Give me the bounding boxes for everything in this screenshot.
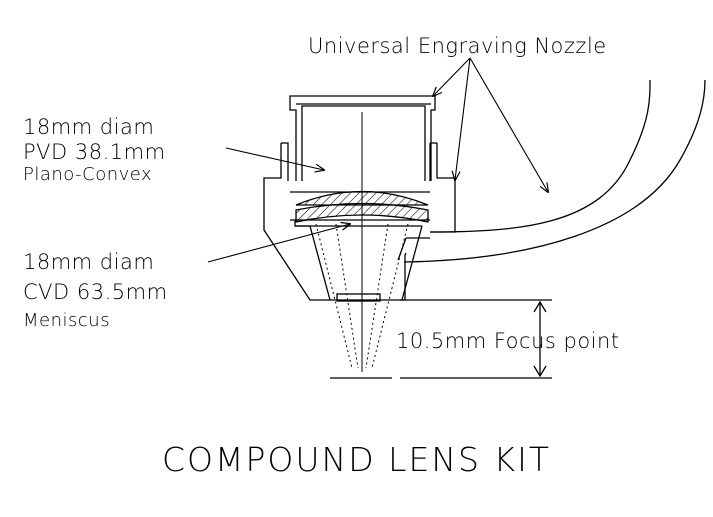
- lens1-spec-label: PVD 38.1mm: [23, 140, 166, 164]
- lens1-type-label: Plano-Convex: [23, 164, 153, 185]
- focus-dimension: [533, 300, 547, 378]
- nozzle-top-cap: [289, 95, 436, 181]
- nozzle-tip: [336, 293, 381, 302]
- focus-baseline: [330, 299, 552, 379]
- air-tube: [403, 79, 706, 263]
- lens2-diameter-label: 18mm diam: [23, 250, 155, 274]
- nozzle-leaders: [433, 57, 548, 192]
- lens2-type-label: Meniscus: [23, 310, 111, 331]
- lens1-leader: [225, 147, 324, 170]
- lens2-spec-label: CVD 63.5mm: [23, 280, 168, 304]
- focus-point-label: 10.5mm Focus point: [396, 329, 620, 353]
- page-title: COMPOUND LENS KIT: [162, 440, 551, 479]
- lens2-leader: [207, 224, 350, 263]
- nozzle-title-label: Universal Engraving Nozzle: [308, 34, 607, 58]
- beam-cone: [315, 112, 409, 372]
- lens1-diameter-label: 18mm diam: [23, 115, 155, 139]
